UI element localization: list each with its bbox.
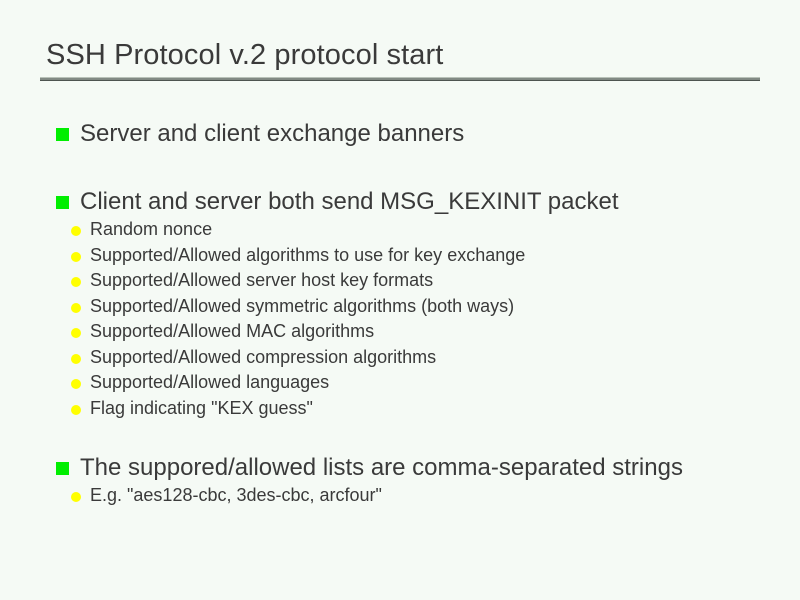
outline-item-level2[interactable]: E.g. "aes128-cbc, 3des-cbc, arcfour": [0, 483, 800, 509]
yellow-dot-bullet-icon: [71, 328, 81, 338]
outline-item-label: Supported/Allowed languages: [90, 372, 330, 392]
outline-item-label: Supported/Allowed MAC algorithms: [90, 321, 375, 341]
outline-item-label: E.g. "aes128-cbc, 3des-cbc, arcfour": [90, 485, 382, 505]
slide-title-block: SSH Protocol v.2 protocol start: [46, 38, 760, 72]
outline-item-level2[interactable]: Supported/Allowed languages: [0, 370, 800, 396]
outline-item-level2[interactable]: Supported/Allowed compression algorithms: [0, 345, 800, 371]
outline-item-level2[interactable]: Supported/Allowed algorithms to use for …: [0, 243, 800, 269]
outline-body: Server and client exchange banners Clien…: [0, 118, 800, 509]
outline-item-label: Supported/Allowed algorithms to use for …: [90, 244, 526, 265]
green-square-bullet-icon: [56, 128, 69, 141]
yellow-dot-bullet-icon: [71, 404, 81, 415]
yellow-dot-bullet-icon: [71, 277, 81, 287]
outline-item-label: Supported/Allowed compression algorithms: [90, 346, 437, 367]
outline-item-label: Supported/Allowed server host key format…: [90, 270, 434, 290]
outline-item-level2[interactable]: Flag indicating "KEX guess": [0, 396, 800, 422]
outline-item-level1[interactable]: Server and client exchange banners: [0, 118, 800, 149]
yellow-dot-bullet-icon: [71, 353, 81, 364]
outline-item-label: Client and server both send MSG_KEXINIT …: [80, 188, 619, 215]
outline-item-level2[interactable]: Supported/Allowed server host key format…: [0, 268, 800, 294]
green-square-bullet-icon: [56, 196, 69, 209]
outline-item-label: Flag indicating "KEX guess": [90, 397, 313, 418]
yellow-dot-bullet-icon: [71, 226, 81, 236]
page-title: SSH Protocol v.2 protocol start: [46, 39, 444, 71]
yellow-dot-bullet-icon: [71, 302, 81, 313]
spacer: [0, 149, 800, 186]
outline-item-label: Supported/Allowed symmetric algorithms (…: [90, 295, 515, 316]
outline-item-label: Random nonce: [90, 219, 213, 239]
outline-item-level2[interactable]: Supported/Allowed symmetric algorithms (…: [0, 294, 800, 320]
spacer: [0, 421, 800, 452]
outline-item-level2[interactable]: Random nonce: [0, 217, 800, 243]
yellow-dot-bullet-icon: [71, 251, 81, 262]
yellow-dot-bullet-icon: [71, 379, 81, 389]
outline-item-label: Server and client exchange banners: [80, 120, 465, 147]
green-square-bullet-icon: [56, 462, 69, 475]
outline-item-label: The suppored/allowed lists are comma-sep…: [80, 454, 683, 481]
yellow-dot-bullet-icon: [71, 492, 81, 502]
outline-item-level2[interactable]: Supported/Allowed MAC algorithms: [0, 319, 800, 345]
outline-item-level1[interactable]: Client and server both send MSG_KEXINIT …: [0, 186, 800, 217]
title-underline-rule: [40, 77, 760, 81]
outline-item-level1[interactable]: The suppored/allowed lists are comma-sep…: [0, 452, 800, 483]
